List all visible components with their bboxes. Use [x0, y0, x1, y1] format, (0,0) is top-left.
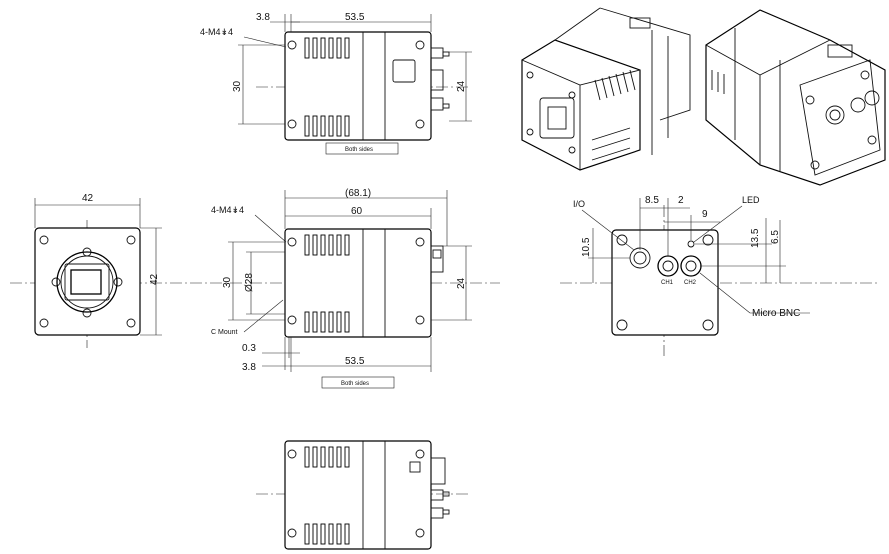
rear-ch2: CH2 [684, 280, 697, 286]
side-dim-body: 60 [351, 206, 363, 217]
rear-io-label: I/O [573, 199, 585, 209]
side-view: (68.1) 60 4-M4↡4 30 Ø28 24 C Mount 0.3 [170, 188, 500, 389]
rear-dim-led-v2: 6.5 [770, 230, 781, 244]
side-c-mount: C Mount [211, 329, 238, 336]
side-dim-length: 53.5 [345, 356, 365, 367]
rear-micro-bnc: Micro BNC [752, 308, 800, 319]
rear-view: CH1 CH2 I/O 8.5 2 LED 9 10.5 13.5 6.5 Mi… [560, 195, 880, 356]
side-dim-diameter: Ø28 [244, 273, 255, 292]
rear-dim-gap: 2 [678, 195, 684, 206]
rear-dim-io: 8.5 [645, 195, 659, 206]
side-dim-total: (68.1) [345, 188, 371, 199]
top-dim-connector: 24 [456, 80, 467, 92]
top-dim-height: 30 [232, 80, 243, 92]
camera-rear-3d-icon [705, 9, 886, 186]
rear-dim-led-v1: 13.5 [750, 228, 761, 248]
front-dim-width: 42 [82, 193, 94, 204]
top-dim-length: 53.5 [345, 12, 365, 23]
top-both-sides: Both sides [345, 147, 373, 153]
side-dim-offset: 3.8 [242, 362, 256, 373]
rear-dim-led: 9 [702, 209, 708, 220]
camera-front-3d-icon [521, 7, 691, 171]
top-thread-note: 4-M4↡4 [200, 27, 233, 37]
side-both-sides: Both sides [341, 381, 369, 387]
side-dim-height: 30 [222, 276, 233, 288]
bottom-view [256, 440, 470, 550]
side-dim-flange: 0.3 [242, 343, 256, 354]
rear-led-label: LED [742, 195, 760, 205]
front-dim-height: 42 [149, 273, 160, 285]
camera-front-icon: 42 42 [10, 193, 170, 348]
side-thread-note: 4-M4↡4 [211, 205, 244, 215]
rear-ch1: CH1 [661, 280, 674, 286]
top-view: 3.8 53.5 4-M4↡4 30 24 Both sides [200, 12, 472, 155]
side-dim-connector: 24 [456, 277, 467, 289]
rear-dim-io-v: 10.5 [581, 237, 592, 257]
top-dim-offset: 3.8 [256, 12, 270, 23]
